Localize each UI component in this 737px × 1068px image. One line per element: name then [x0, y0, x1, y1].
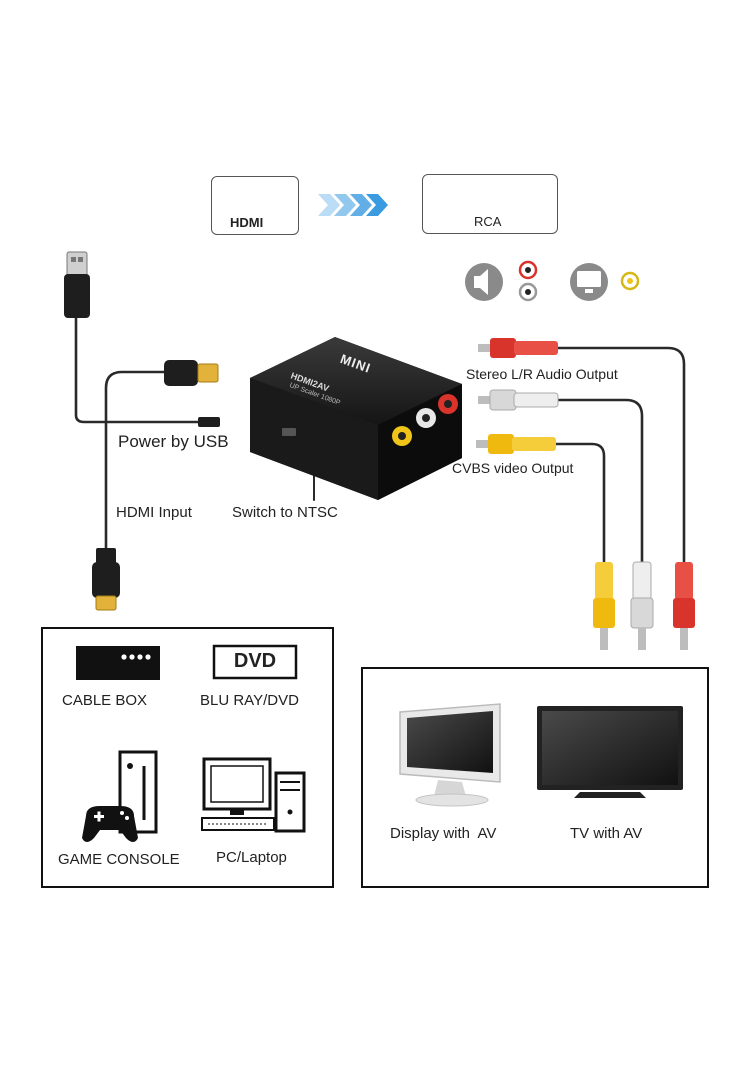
audio-jacks-icon [518, 260, 538, 302]
pc-label: PC/Laptop [216, 849, 287, 866]
hdmi-input-callout: HDMI Input [116, 504, 192, 521]
tv-label: TV with AV [570, 825, 643, 842]
power-callout: Power by USB [118, 432, 229, 451]
red-rca-plug-icon [478, 338, 558, 358]
yellow-rca-plug-bottom-icon [593, 562, 615, 650]
adapter-white-jack-icon [416, 408, 436, 428]
game-console-label: GAME CONSOLE [58, 851, 180, 868]
rca-badge [422, 174, 558, 234]
adapter-yellow-jack-icon [392, 426, 412, 446]
hdmi-plug-bottom-icon [92, 548, 120, 611]
blu-ray-label: BLU RAY/DVD [200, 692, 299, 709]
mini-usb-tip-icon [198, 417, 220, 427]
switch-callout: Switch to NTSC [232, 504, 338, 521]
displays-panel [361, 667, 709, 888]
usb-plug-icon [64, 251, 90, 318]
rca-badge-label: RCA [474, 214, 502, 229]
monitor-display-icon [399, 703, 501, 807]
video-output-callout: CVBS video Output [452, 460, 574, 476]
monitor-label: Display with AV [390, 825, 497, 842]
dvd-logo-frame [212, 644, 298, 680]
game-console-icon [82, 750, 158, 842]
hdmi-cable [104, 370, 168, 552]
tv-display-icon [537, 706, 683, 798]
white-rca-plug-bottom-icon [630, 561, 654, 650]
sources-panel [41, 627, 334, 888]
chevron-arrows-icon [318, 194, 388, 216]
audio-output-callout: Stereo L/R Audio Output [466, 366, 618, 382]
hdmi-badge [211, 176, 299, 235]
usb-cable [74, 316, 202, 424]
yellow-rca-cable [554, 442, 606, 570]
hdmi-badge-label: HDMI [230, 215, 264, 230]
white-rca-cable [556, 398, 644, 570]
monitor-circle-icon [570, 263, 608, 301]
video-jack-icon [620, 271, 640, 291]
red-rca-cable [556, 346, 686, 567]
cable-box-icon [76, 646, 160, 680]
hdmi-plug-top-icon [164, 360, 219, 386]
adapter-box-icon [250, 337, 462, 500]
dvd-logo-text: DVD [233, 650, 277, 672]
yellow-rca-plug-icon [476, 434, 556, 454]
white-rca-plug-icon [478, 389, 559, 411]
adapter-red-jack-icon [438, 394, 458, 414]
pc-icon [201, 757, 306, 833]
cable-box-label: CABLE BOX [62, 692, 148, 709]
speaker-icon [465, 263, 503, 301]
red-rca-plug-bottom-icon [673, 562, 695, 650]
